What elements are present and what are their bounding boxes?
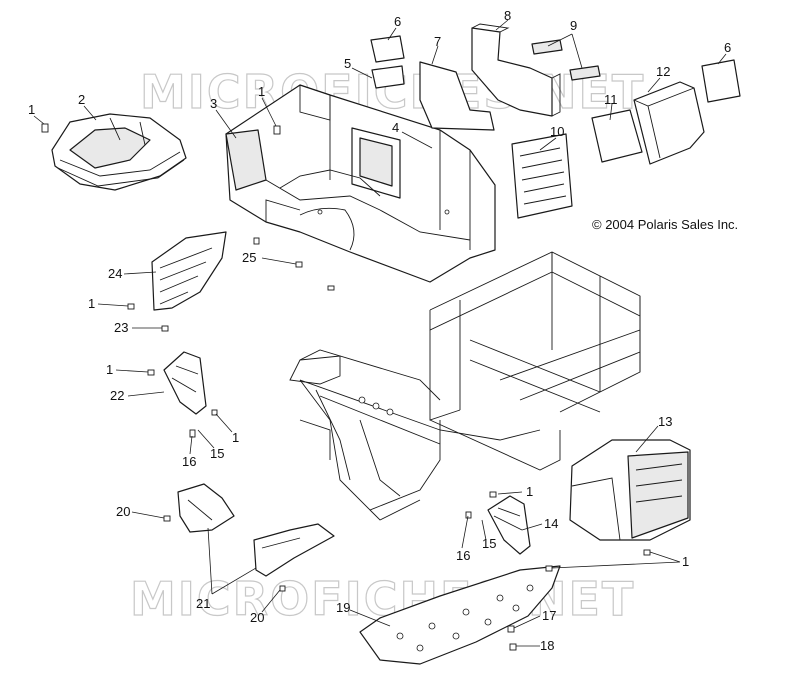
callout-4: 4 — [392, 120, 399, 135]
callout-12: 12 — [656, 64, 670, 79]
part-strip-9a — [531, 39, 563, 55]
part-tank-13 — [569, 439, 691, 541]
callout-1-g: 1 — [682, 554, 689, 569]
callout-23: 23 — [114, 320, 128, 335]
callout-18: 18 — [540, 638, 554, 653]
part-strip-9b — [569, 65, 601, 81]
callout-16-b: 16 — [456, 548, 470, 563]
callout-9: 9 — [570, 18, 577, 33]
callouts: 1 2 3 1 5 6 7 8 9 6 12 4 11 10 24 25 1 2… — [28, 8, 731, 653]
callout-6-a: 6 — [394, 14, 401, 29]
part-chassis-frame — [289, 251, 641, 521]
callout-16-a: 16 — [182, 454, 196, 469]
callout-1-f: 1 — [526, 484, 533, 499]
part-side-panel-24 — [151, 231, 227, 311]
callout-1-d: 1 — [106, 362, 113, 377]
leader-lines — [33, 19, 727, 647]
callout-5: 5 — [344, 56, 351, 71]
callout-15-a: 15 — [210, 446, 224, 461]
hardware — [41, 123, 651, 651]
part-bracket-14 — [487, 495, 531, 555]
part-foam-block-12 — [633, 81, 705, 165]
callout-24: 24 — [108, 266, 122, 281]
callout-13: 13 — [658, 414, 672, 429]
callout-1-e: 1 — [232, 430, 239, 445]
callout-22: 22 — [110, 388, 124, 403]
callout-8: 8 — [504, 8, 511, 23]
callout-17: 17 — [542, 608, 556, 623]
callout-1-a: 1 — [28, 102, 35, 117]
part-bracket-20 — [177, 483, 235, 533]
callout-1-c: 1 — [88, 296, 95, 311]
callout-14: 14 — [544, 516, 558, 531]
part-pad-6-right — [701, 59, 741, 103]
part-sheet-11 — [591, 109, 643, 163]
callout-11: 11 — [604, 92, 618, 107]
callout-3: 3 — [210, 96, 217, 111]
part-skid-plate-19 — [359, 565, 561, 665]
part-panel-10 — [511, 133, 573, 219]
part-pad-5 — [371, 65, 405, 89]
callout-1-b: 1 — [258, 84, 265, 99]
callout-2: 2 — [78, 92, 85, 107]
callout-21: 21 — [196, 596, 210, 611]
part-pad-6-left — [370, 35, 405, 63]
part-bulkhead — [225, 84, 496, 283]
callout-19: 19 — [336, 600, 350, 615]
copyright-text: © 2004 Polaris Sales Inc. — [592, 217, 738, 232]
callout-20-b: 20 — [250, 610, 264, 625]
part-insulation-7 — [419, 61, 495, 131]
callout-10: 10 — [550, 124, 564, 139]
callout-15-b: 15 — [482, 536, 496, 551]
callout-25: 25 — [242, 250, 256, 265]
part-plate-21 — [253, 523, 335, 577]
part-foam-block-8 — [471, 23, 561, 117]
callout-20-a: 20 — [116, 504, 130, 519]
part-bracket-22 — [163, 351, 207, 415]
part-floor-tray — [51, 113, 187, 191]
callout-6-b: 6 — [724, 40, 731, 55]
callout-7: 7 — [434, 34, 441, 49]
